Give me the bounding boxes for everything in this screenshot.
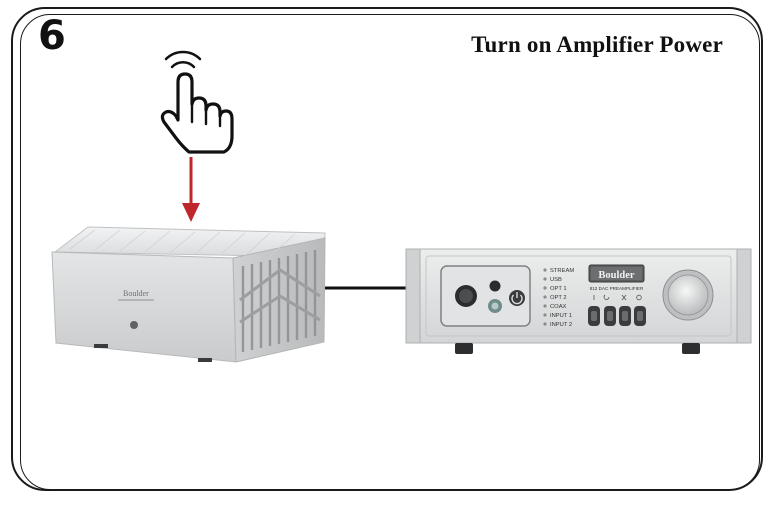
outer-frame	[11, 7, 763, 491]
front-button-row	[588, 306, 646, 326]
input-label-coax: COAX	[550, 304, 567, 310]
amplifier-power-button[interactable]	[130, 321, 138, 329]
input-label-opt2: OPT 2	[550, 295, 567, 301]
volume-knob[interactable]	[667, 274, 709, 316]
power-icon	[511, 292, 523, 305]
dac-preamplifier: STREAM USB OPT 1 OPT 2 COAX INPUT 1 INPU…	[405, 248, 752, 354]
input-label-input1: INPUT 1	[550, 313, 572, 319]
input-label-input2: INPUT 2	[550, 322, 572, 328]
input-label-opt1: OPT 1	[550, 286, 567, 292]
step-title: Turn on Amplifier Power	[471, 32, 723, 57]
input-label-stream: STREAM	[550, 268, 574, 274]
power-amplifier: Boulder	[51, 226, 326, 363]
inner-frame	[20, 14, 760, 490]
preamp-brand: Boulder	[598, 270, 635, 281]
step-number: 6	[38, 13, 66, 59]
quarter-inch-jack[interactable]	[489, 280, 501, 292]
pointing-hand-icon	[160, 50, 234, 154]
down-arrow-icon	[182, 157, 200, 222]
preamp-model: 812 DAC PREAMPLIFIER	[590, 286, 644, 291]
amplifier-brand: Boulder	[123, 289, 149, 298]
input-label-usb: USB	[550, 277, 562, 283]
